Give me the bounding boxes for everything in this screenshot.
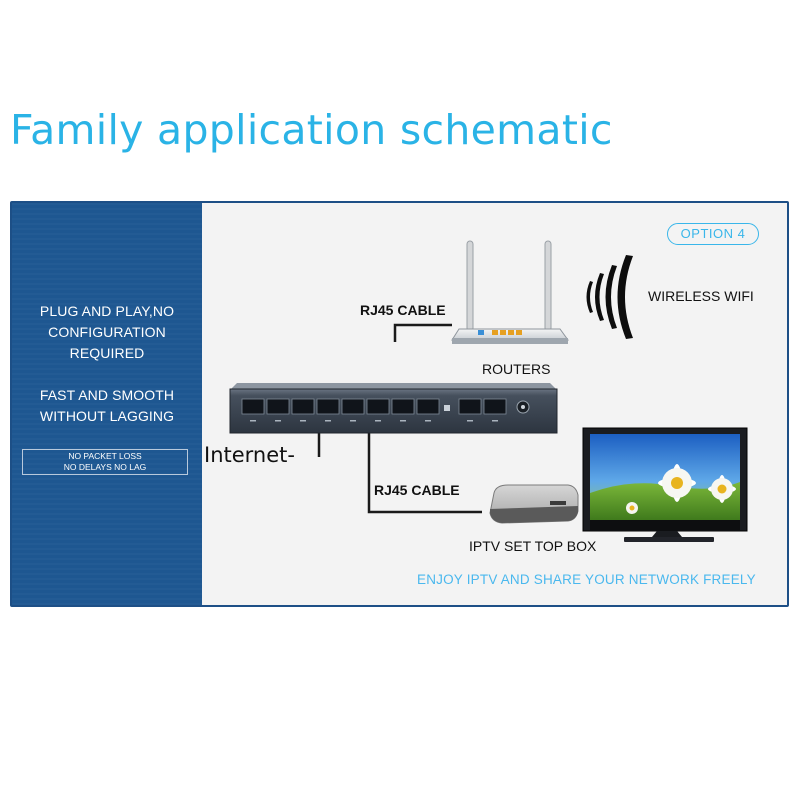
- router-cable-label: RJ45 CABLE: [360, 302, 446, 318]
- wireless-wifi-label: WIRELESS WIFI: [648, 288, 754, 304]
- set-top-box-label: IPTV SET TOP BOX: [469, 538, 597, 554]
- tv-icon: [582, 427, 748, 542]
- cable-lines: [317, 323, 482, 514]
- option-badge: OPTION 4: [667, 223, 759, 245]
- routers-label: ROUTERS: [482, 361, 551, 377]
- stb-cable-label: RJ45 CABLE: [374, 482, 460, 498]
- feature-fast-smooth: FAST AND SMOOTH WITHOUT LAGGING: [39, 387, 175, 424]
- no-packet-loss-badge: NO PACKET LOSS NO DELAYS NO LAG: [22, 449, 188, 475]
- wifi-signal-icon: [586, 255, 633, 339]
- page-title: Family application schematic: [10, 106, 613, 154]
- internet-label: Internet-: [204, 443, 295, 467]
- diagram-artwork: [229, 240, 748, 542]
- network-switch-icon: [229, 383, 558, 434]
- router-icon: [451, 240, 569, 344]
- schematic-panel: PLUG AND PLAY,NO CONFIGURATION REQUIRED …: [10, 201, 789, 607]
- feature-sidebar: PLUG AND PLAY,NO CONFIGURATION REQUIRED …: [12, 203, 202, 605]
- set-top-box-icon: [489, 484, 579, 524]
- feature-plug-and-play: PLUG AND PLAY,NO CONFIGURATION REQUIRED: [39, 303, 175, 361]
- footer-tagline: ENJOY IPTV AND SHARE YOUR NETWORK FREELY: [417, 572, 756, 587]
